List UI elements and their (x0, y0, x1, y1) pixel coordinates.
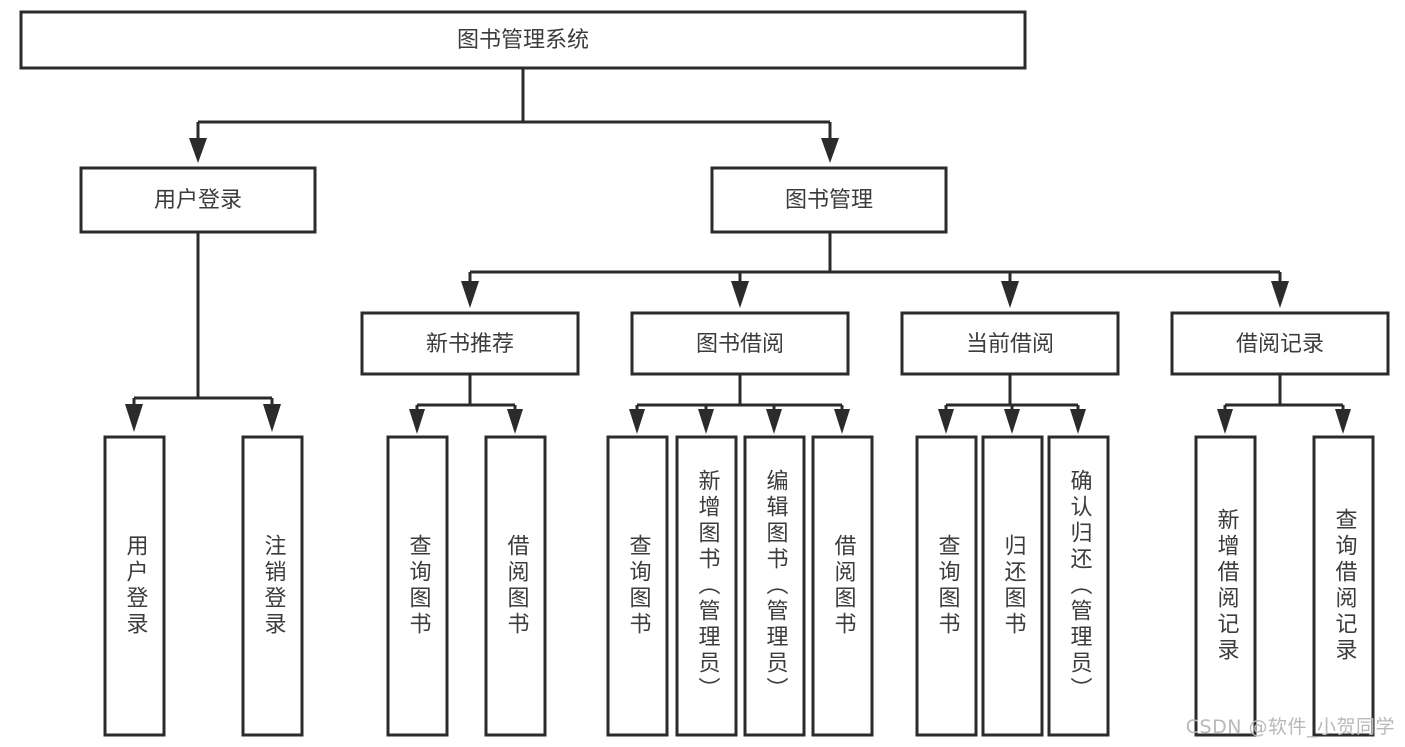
arrowhead-leaf-confirm-return (1070, 409, 1086, 434)
arrowhead-book-management (821, 138, 839, 163)
arrowhead-leaf-borrow-book (834, 409, 850, 434)
node-user-login-label: 用户登录 (154, 188, 242, 213)
node-layer: 图书管理系统 用户登录 图书管理 新书推荐 图书借阅 当前借阅 借阅记录 (19, 10, 1390, 737)
node-leaf-query-book-box[interactable] (606, 435, 669, 737)
node-book-management-box[interactable] (710, 166, 948, 234)
arrowhead-leaf-add-record (1217, 409, 1233, 434)
node-leaf-query-record-box[interactable] (1312, 435, 1375, 737)
arrowhead-leaf-add-book (698, 409, 714, 434)
node-leaf-confirm-return-box[interactable] (1047, 435, 1110, 737)
connector-layer (125, 68, 1351, 434)
arrowhead-leaf-query-book-rec (409, 409, 425, 434)
arrowhead-user-login (189, 138, 207, 163)
arrowhead-new-book-recommend (461, 281, 479, 308)
node-leaf-borrow-book-box[interactable] (811, 435, 874, 737)
node-leaf-add-book-box[interactable] (675, 435, 738, 737)
arrowhead-leaf-borrow-book-rec (507, 409, 523, 434)
arrowhead-leaf-user-login (125, 404, 143, 432)
node-book-borrow-box[interactable] (630, 311, 850, 376)
arrowhead-borrow-record (1271, 281, 1289, 308)
node-leaf-edit-book-box[interactable] (743, 435, 806, 737)
node-leaf-return-book-box[interactable] (981, 435, 1044, 737)
node-borrow-record-box[interactable] (1170, 311, 1390, 376)
node-leaf-user-login-box[interactable] (103, 435, 166, 737)
node-root-label: 图书管理系统 (457, 28, 589, 53)
node-new-book-recommend-label: 新书推荐 (426, 332, 514, 357)
node-current-borrow-label: 当前借阅 (966, 332, 1054, 357)
arrowhead-leaf-query-record (1335, 409, 1351, 434)
node-borrow-record-label: 借阅记录 (1236, 332, 1324, 357)
arrowhead-leaf-return-book (1004, 409, 1020, 434)
node-user-login-box[interactable] (79, 166, 317, 234)
arrowhead-leaf-query-book-cur (938, 409, 954, 434)
node-leaf-add-record-box[interactable] (1194, 435, 1257, 737)
node-root-box[interactable] (19, 10, 1027, 70)
node-leaf-query-book-rec-box[interactable] (386, 435, 449, 737)
node-current-borrow-box[interactable] (900, 311, 1120, 376)
arrowhead-current-borrow (1001, 281, 1019, 308)
node-book-borrow-label: 图书借阅 (696, 332, 784, 357)
node-leaf-borrow-book-rec-box[interactable] (484, 435, 547, 737)
watermark-text: CSDN @软件_小贺同学 (1185, 716, 1395, 738)
node-leaf-query-book-cur-box[interactable] (915, 435, 978, 737)
node-book-management-label: 图书管理 (785, 188, 873, 213)
node-new-book-recommend-box[interactable] (360, 311, 580, 376)
node-leaf-user-logout-box[interactable] (241, 435, 304, 737)
arrowhead-book-borrow (731, 281, 749, 308)
arrowhead-leaf-query-book (629, 409, 645, 434)
arrowhead-leaf-edit-book (766, 409, 782, 434)
arrowhead-leaf-user-logout (263, 404, 281, 432)
